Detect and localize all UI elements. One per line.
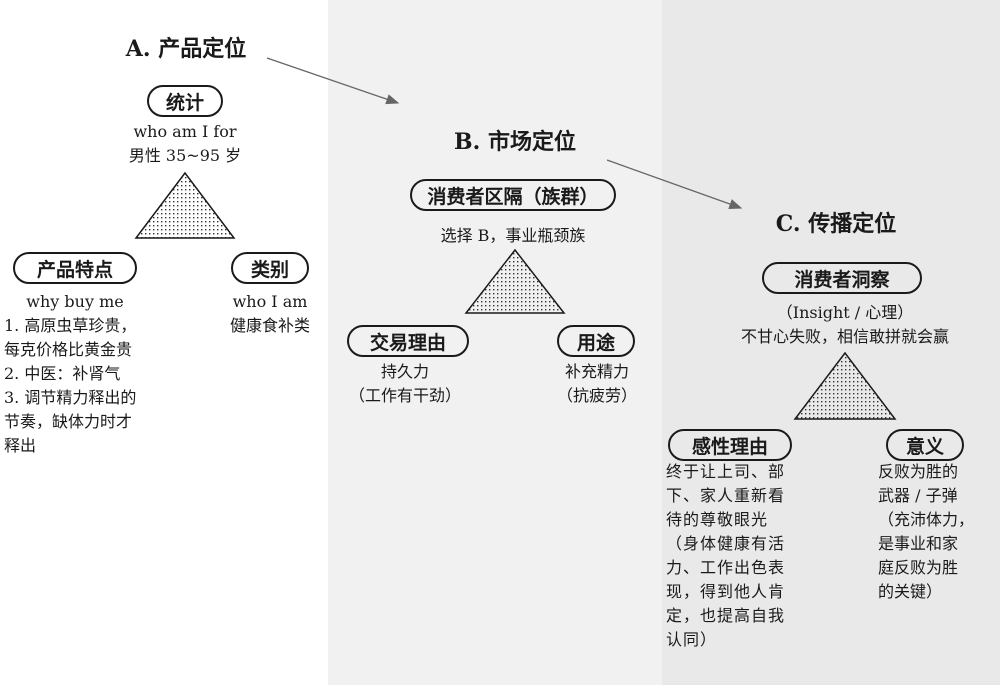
text-line: 认同）	[666, 630, 718, 649]
text-line: 节奏，缺体力时才	[4, 412, 133, 431]
arrow-b-to-c	[606, 159, 743, 209]
node-meaning: 意义	[886, 429, 964, 461]
arrow-a-to-b	[266, 57, 400, 105]
product-features-text: 1. 高原虫草珍贵， 每克价格比黄金贵 2. 中医：补肾气 3. 调节精力释出的…	[4, 314, 136, 458]
title-communication-positioning: C. 传播定位	[775, 211, 897, 237]
text-line: 反败为胜的	[878, 462, 959, 481]
node-emotional-reason: 感性理由	[668, 429, 792, 461]
node-trade-reason: 交易理由	[347, 325, 469, 357]
text-line: 终于让上司、部	[666, 462, 786, 481]
text-line: 不甘心失败，相信敢拼就会赢	[740, 327, 950, 346]
text-line: 力、工作出色表	[666, 558, 786, 577]
text-line: 是事业和家	[878, 534, 959, 553]
text-line: （身体健康有活	[666, 534, 786, 553]
node-usage: 用途	[557, 325, 635, 357]
text-line: 下、家人重新看	[666, 486, 786, 505]
text-line: 1. 高原虫草珍贵，	[4, 316, 137, 335]
node-product-features: 产品特点	[13, 252, 137, 284]
node-category: 类别	[231, 252, 309, 284]
text-line: 3. 调节精力释出的	[4, 388, 137, 407]
node-consumer-segment: 消费者区隔（族群）	[410, 179, 616, 211]
text-line: 选择 B，事业瓶颈族	[440, 226, 586, 245]
statistics-text: who am I for 男性 35~95 岁	[129, 120, 241, 168]
text-line: 持久力	[380, 362, 430, 381]
product-features-subtitle: why buy me	[26, 292, 124, 311]
text-line: 男性 35~95 岁	[128, 146, 242, 165]
emotional-reason-text: 终于让上司、部 下、家人重新看 待的尊敬眼光 （身体健康有活 力、工作出色表 现…	[666, 460, 785, 652]
text-line: 的关键）	[878, 582, 943, 601]
text-line: （充沛体力，	[878, 510, 975, 529]
text-line: 待的尊敬眼光	[666, 510, 769, 529]
usage-text: 补充精力 （抗疲劳）	[557, 360, 637, 408]
consumer-segment-text: 选择 B，事业瓶颈族	[441, 224, 586, 248]
trade-reason-text: 持久力 （工作有干劲）	[349, 360, 461, 408]
text-line: （工作有干劲）	[348, 386, 462, 405]
text-line: 现，得到他人肯	[666, 582, 786, 601]
node-statistics: 统计	[147, 85, 223, 117]
title-product-positioning: A. 产品定位	[125, 36, 247, 62]
triangle-a	[134, 171, 236, 239]
text-line: （Insight / 心理）	[776, 303, 914, 322]
text-line: 2. 中医：补肾气	[4, 364, 121, 383]
meaning-text: 反败为胜的 武器 / 子弹 （充沛体力， 是事业和家 庭反败为胜 的关键）	[878, 460, 974, 604]
triangle-c	[793, 351, 897, 420]
text-line: 释出	[4, 436, 37, 455]
node-consumer-insight: 消费者洞察	[762, 262, 922, 294]
market-positioning-panel	[328, 0, 662, 685]
text-line: 补充精力	[564, 362, 630, 381]
text-line: 庭反败为胜	[878, 558, 959, 577]
communication-positioning-panel	[662, 0, 1000, 685]
text-line: 健康食补类	[229, 316, 311, 335]
consumer-insight-text: （Insight / 心理） 不甘心失败，相信敢拼就会赢	[741, 301, 949, 349]
text-line: who I am	[232, 292, 308, 311]
text-line: 每克价格比黄金贵	[4, 340, 133, 359]
text-line: （抗疲劳）	[556, 386, 638, 405]
text-line: 武器 / 子弹	[878, 486, 958, 505]
title-market-positioning: B. 市场定位	[454, 129, 576, 155]
text-line: 定，也提高自我	[666, 606, 786, 625]
category-text: who I am 健康食补类	[230, 290, 310, 338]
text-line: who am I for	[133, 122, 237, 141]
triangle-b	[464, 248, 566, 314]
